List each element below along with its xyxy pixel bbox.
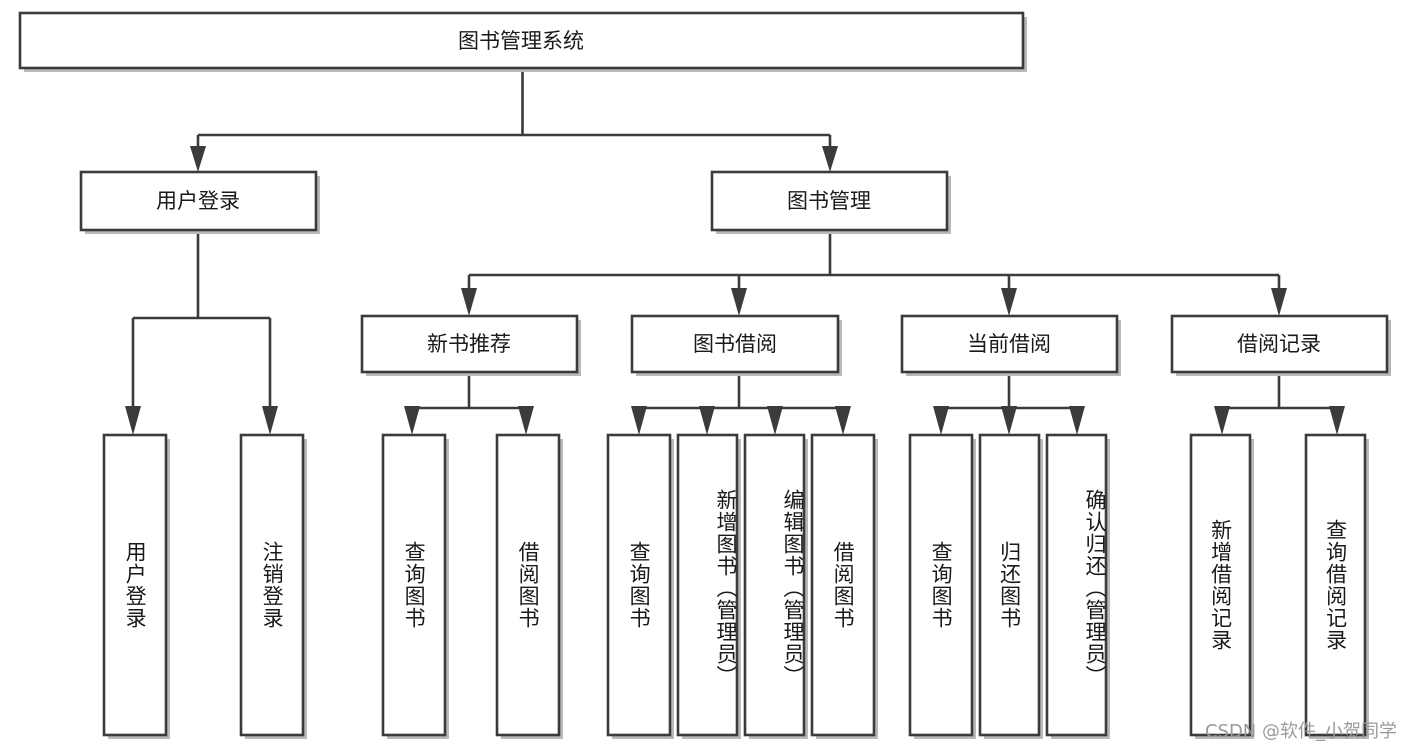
connector-group-bookmgmt [461,232,1287,316]
node-book-management-label: 图书管理 [787,189,871,213]
arrow-borrow-leaf-1 [631,406,647,435]
leaf-box-edit-book-admin[interactable] [743,433,808,739]
connector-group-record [1214,375,1345,435]
leaf-box-user-login[interactable] [102,433,170,739]
node-new-book-recommend[interactable]: 新书推荐 [360,314,581,376]
leaf-box-group [102,433,1369,739]
leaf-box-query-book-2[interactable] [606,433,674,739]
node-book-borrow[interactable]: 图书借阅 [630,314,842,376]
leaf-box-borrow-book-1[interactable] [495,433,563,739]
arrow-userlogin-leaf-1 [125,406,141,435]
arrow-bookmgmt-to-newbook [461,288,477,316]
arrow-borrow-leaf-3 [767,406,783,435]
node-borrow-record-label: 借阅记录 [1237,332,1321,356]
arrow-current-leaf-1 [933,406,949,435]
arrow-userlogin-leaf-2 [262,406,278,435]
leaf-box-add-borrow-record[interactable] [1189,433,1254,739]
leaf-box-add-book-admin[interactable] [676,433,741,739]
arrow-borrow-leaf-2 [699,406,715,435]
arrow-bookmgmt-to-current [1001,288,1017,316]
node-book-borrow-label: 图书借阅 [693,332,777,356]
node-new-book-recommend-label: 新书推荐 [427,332,511,356]
arrow-current-leaf-3 [1069,406,1085,435]
connector-group-userlogin [125,232,278,435]
node-current-borrow[interactable]: 当前借阅 [900,314,1121,376]
arrow-root-to-bookmgmt [822,146,838,172]
arrow-root-to-userlogin [190,146,206,172]
arrow-borrow-leaf-4 [835,406,851,435]
connector-group-root [190,68,838,172]
connector-group-current [933,375,1085,435]
node-book-management[interactable]: 图书管理 [710,170,951,234]
arrow-bookmgmt-to-record [1271,288,1287,316]
leaf-box-query-borrow-record[interactable] [1304,433,1369,739]
leaf-box-logout[interactable] [239,433,307,739]
leaf-box-return-book[interactable] [978,433,1043,739]
arrow-bookmgmt-to-borrow [731,288,747,316]
leaf-box-confirm-return-admin[interactable] [1045,433,1110,739]
node-borrow-record[interactable]: 借阅记录 [1170,314,1391,376]
arrow-newbook-leaf-1 [404,406,420,435]
node-user-login[interactable]: 用户登录 [79,170,320,234]
arrow-current-leaf-2 [1001,406,1017,435]
arrow-newbook-leaf-2 [518,406,534,435]
connector-group-newbook [404,375,534,435]
node-root[interactable]: 图书管理系统 [18,11,1027,72]
arrow-record-leaf-2 [1329,406,1345,435]
leaf-box-query-book-3[interactable] [908,433,976,739]
leaf-box-borrow-book-2[interactable] [810,433,878,739]
node-user-login-label: 用户登录 [156,189,240,213]
node-root-label: 图书管理系统 [458,29,584,53]
leaf-box-query-book-1[interactable] [381,433,449,739]
arrow-record-leaf-1 [1214,406,1230,435]
connector-group-borrow [631,375,851,435]
node-current-borrow-label: 当前借阅 [967,332,1051,356]
